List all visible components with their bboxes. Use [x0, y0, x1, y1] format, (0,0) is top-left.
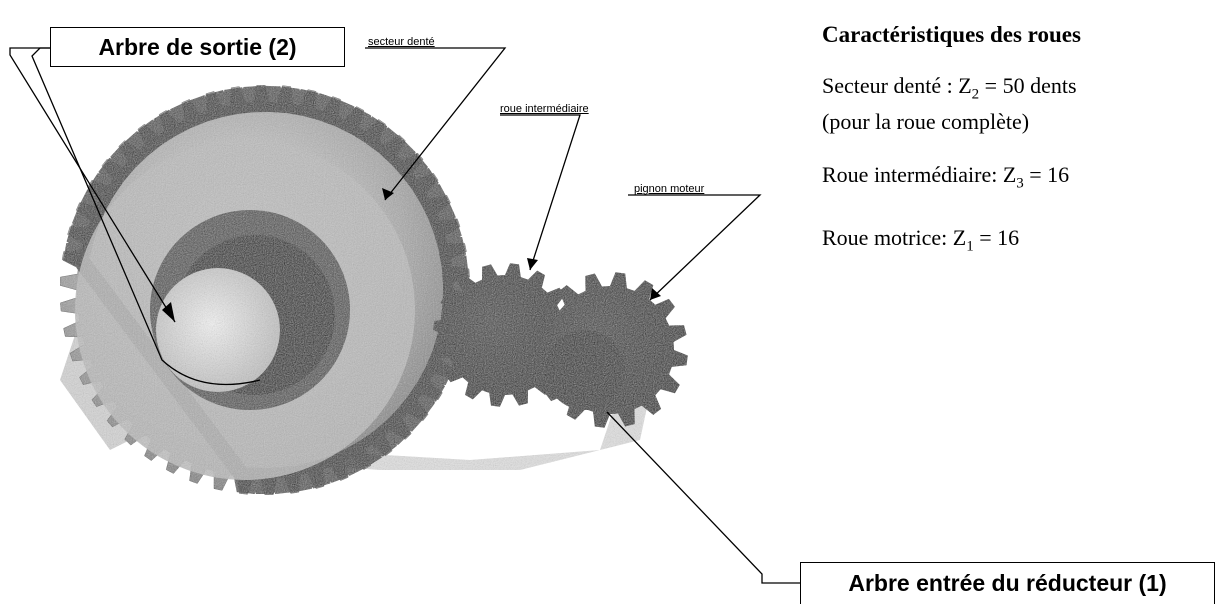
z1-line: Roue motrice: Z1 = 16	[822, 224, 1217, 260]
z3-line: Roue intermédiaire: Z3 = 16	[822, 161, 1217, 197]
z2-note: (pour la roue complète)	[822, 108, 1217, 135]
pinion-shaft	[545, 330, 625, 410]
input-shaft-label: Arbre entrée du réducteur (1)	[800, 562, 1215, 604]
arrowhead-idler-wheel	[527, 258, 538, 270]
output-shaft-label: Arbre de sortie (2)	[50, 27, 345, 67]
panel-title: Caractéristiques des roues	[822, 22, 1217, 48]
drive-pinion-label: pignon moteur	[634, 183, 704, 195]
gear-assembly	[60, 85, 688, 495]
idler-wheel-label: roue intermédiaire	[500, 103, 589, 115]
leader-idler-wheel	[500, 115, 580, 270]
toothed-sector-label: secteur denté	[368, 36, 435, 48]
characteristics-panel: Caractéristiques des roues Secteur denté…	[822, 22, 1217, 260]
output-shaft-face	[156, 268, 280, 392]
z2-line: Secteur denté : Z2 = 50 dents	[822, 72, 1217, 108]
